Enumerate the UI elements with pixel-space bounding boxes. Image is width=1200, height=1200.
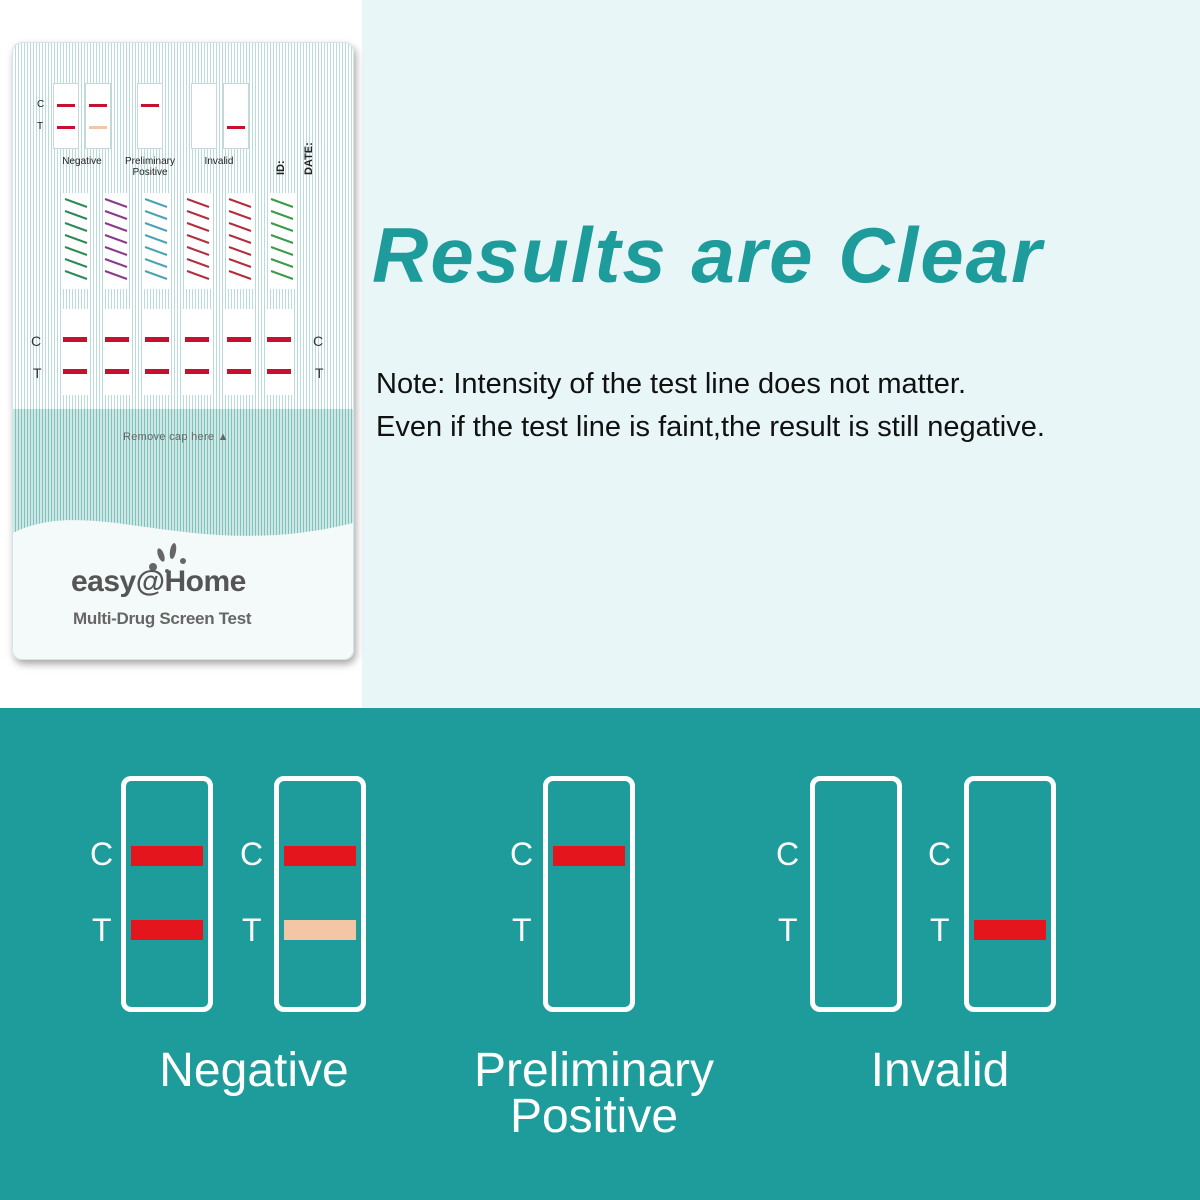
drug-pad-3: [143, 193, 169, 289]
negative-2-t-letter: T: [242, 912, 262, 948]
strip-c-letter-right: C: [313, 333, 324, 349]
legend-window-negative-2: [85, 83, 111, 149]
negative-1-test-line: [131, 920, 203, 940]
negative-2-c-letter: C: [240, 836, 264, 872]
invalid-window-1: [810, 776, 902, 1012]
preliminary-c-letter: C: [510, 836, 534, 872]
note-line-1: Note: Intensity of the test line does no…: [376, 368, 966, 400]
remove-cap-text: Remove cap here ▲: [123, 431, 229, 443]
negative-2-faint-test-line: [284, 920, 356, 940]
top-right-background: [362, 0, 1200, 708]
legend-window-negative-1: [53, 83, 79, 149]
legend-preliminary-label-1: Preliminary: [124, 156, 175, 167]
legend-invalid-label: Invalid: [204, 156, 234, 167]
negative-label: Negative: [159, 1044, 349, 1097]
strip-window-2: [103, 309, 131, 395]
legend-window-invalid-1: [191, 83, 217, 149]
invalid-2-c-letter: C: [928, 836, 952, 872]
strip-t-letter-left: T: [33, 365, 42, 381]
logo-splash-icon: [149, 543, 186, 573]
headline: Results are Clear: [372, 211, 1044, 299]
strip-window-1: [61, 309, 89, 395]
legend-negative-label: Negative: [62, 156, 102, 167]
negative-1-control-line: [131, 846, 203, 866]
invalid-label: Invalid: [870, 1044, 1010, 1097]
invalid-1-t-letter: T: [778, 912, 798, 948]
strip-t-letter-right: T: [315, 365, 324, 381]
negative-window-1: [121, 776, 213, 1012]
invalid-window-2: [964, 776, 1056, 1012]
preliminary-window: [543, 776, 635, 1012]
preliminary-t-letter: T: [512, 912, 532, 948]
invalid-2-test-line: [974, 920, 1046, 940]
strip-c-letter-left: C: [31, 333, 42, 349]
strip-window-5: [225, 309, 253, 395]
note-line-2: Even if the test line is faint,the resul…: [376, 411, 1045, 443]
test-card-image: C T Negative Preliminary Positive Invali…: [12, 42, 354, 660]
date-label: DATE:: [303, 142, 315, 175]
preliminary-control-line: [553, 846, 625, 866]
results-panel: C T C T Negative C T Preliminary Positiv…: [0, 708, 1200, 1200]
legend-window-invalid-2: [223, 83, 249, 149]
negative-1-c-letter: C: [90, 836, 114, 872]
negative-2-control-line: [284, 846, 356, 866]
legend-preliminary-label-2: Positive: [132, 167, 168, 178]
preliminary-label-2: Positive: [509, 1090, 679, 1143]
invalid-1-c-letter: C: [776, 836, 800, 872]
drug-pad-4: [185, 193, 211, 289]
cap-wave-shape: [13, 520, 353, 659]
strip-window-3: [143, 309, 171, 395]
drug-pad-6: [269, 193, 295, 289]
legend-t-letter: T: [37, 121, 44, 132]
drug-pad-1: [63, 193, 89, 289]
drug-pad-5: [227, 193, 253, 289]
negative-1-t-letter: T: [92, 912, 112, 948]
brand-logo-subtitle: Multi-Drug Screen Test: [73, 609, 252, 628]
legend-window-preliminary: [137, 83, 163, 149]
legend-c-letter: C: [37, 99, 45, 110]
strip-window-4: [183, 309, 211, 395]
negative-window-2: [274, 776, 366, 1012]
drug-pad-2: [103, 193, 129, 289]
invalid-2-t-letter: T: [930, 912, 950, 948]
brand-logo-text: easy@Home: [71, 565, 246, 598]
preliminary-label-1: Preliminary: [473, 1044, 715, 1097]
strip-window-6: [265, 309, 293, 395]
id-label: ID:: [275, 160, 287, 175]
